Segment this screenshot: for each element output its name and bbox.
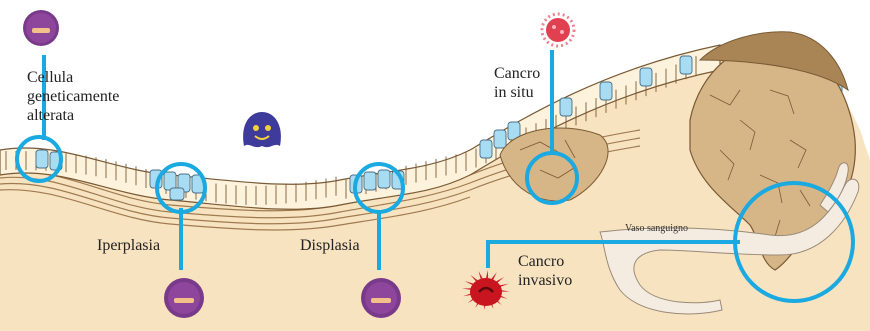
purple-face-icon-dysplasia bbox=[361, 278, 401, 318]
label-altered-cell: Cellula geneticamente alterata bbox=[27, 68, 119, 125]
label-dysplasia: Displasia bbox=[300, 236, 360, 255]
label-hyperplasia: Iperplasia bbox=[97, 236, 160, 255]
vessel-label: Vaso sanguigno bbox=[625, 223, 688, 234]
label-in-situ: Cancro in situ bbox=[494, 64, 540, 102]
purple-face-icon-hyperplasia bbox=[164, 278, 204, 318]
red-virus-icon bbox=[542, 14, 574, 46]
purple-face-icon bbox=[23, 10, 59, 46]
blue-face-icon bbox=[243, 112, 281, 147]
label-invasive: Cancro invasivo bbox=[518, 252, 572, 290]
